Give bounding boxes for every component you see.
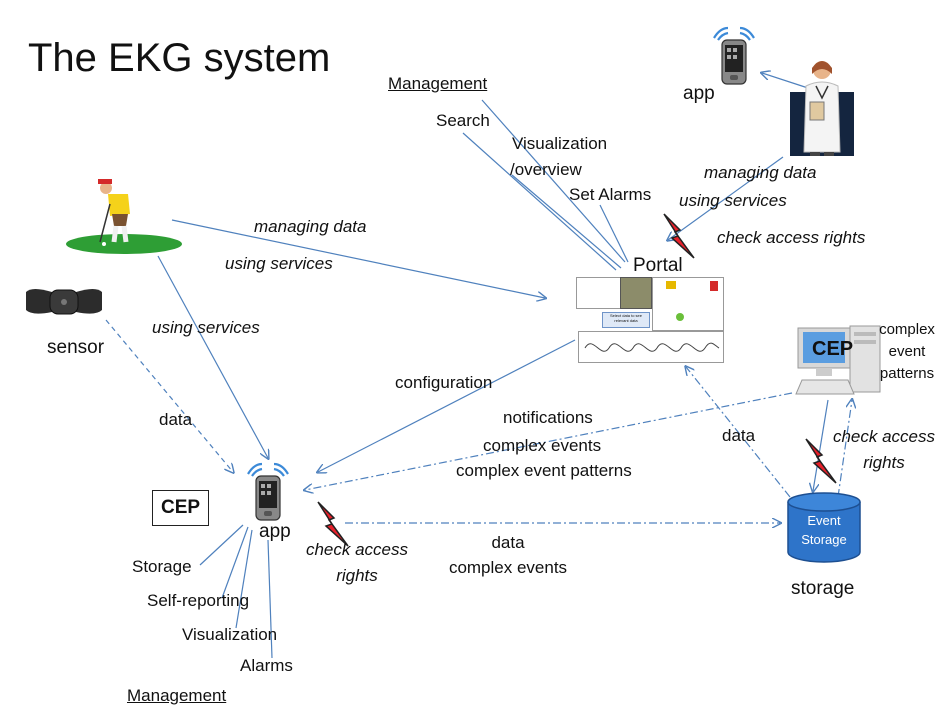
notifications-label: notifications	[503, 408, 593, 427]
app-top-label: app	[683, 83, 715, 104]
managing-data-doctor-label: managing data	[704, 163, 817, 182]
data-storage-portal-label: data	[722, 426, 756, 445]
visualization-menu-label: Visualization	[182, 625, 278, 644]
portal-select-hint: Select data to see relevant data	[602, 312, 650, 328]
line-management-portal	[481, 99, 626, 263]
doctor-icon	[790, 61, 854, 156]
page-title: The EKG system	[28, 36, 331, 80]
arrow-notifications-app	[305, 392, 793, 490]
using-services-doctor-label: using services	[679, 191, 787, 210]
alarms-menu-label: Alarms	[240, 656, 293, 675]
line-app-visualization-menu	[235, 529, 253, 629]
check-access-right-label-2: rights	[863, 453, 905, 472]
self-reporting-label: Self-reporting	[147, 591, 250, 610]
using-services-left-label: using services	[152, 318, 260, 337]
database-icon	[787, 492, 861, 563]
using-services-patient-label: using services	[225, 254, 333, 273]
line-visualization-portal	[511, 174, 622, 269]
complex-event-patterns-mid-label: complex event patterns	[456, 461, 632, 480]
data-sensor-label: data	[159, 410, 193, 429]
configuration-label: configuration	[395, 373, 493, 392]
lightning-icon	[805, 438, 837, 484]
arrow-patient-app	[157, 255, 268, 458]
arrow-sensor-app	[105, 319, 233, 472]
app-bottom-label: app	[259, 521, 291, 542]
complex-events-bottom-label: complex events	[448, 558, 568, 577]
line-search-portal	[462, 132, 617, 271]
complex-events-mid-label: complex events	[483, 436, 602, 455]
sensor-label: sensor	[47, 337, 105, 358]
storage-label: storage	[791, 578, 855, 599]
smartphone-icon	[247, 462, 289, 521]
management-bottom-label: Management	[127, 686, 227, 705]
check-access-bottom-label-1: check access	[305, 540, 409, 559]
managing-data-patient-label: managing data	[254, 217, 367, 236]
cep-right-label: CEP	[812, 338, 854, 360]
data-bottom-label: data	[491, 533, 525, 552]
storage-menu-label: Storage	[132, 557, 192, 576]
line-app-storage-menu	[199, 524, 244, 566]
event-storage-label-1: Event	[807, 513, 841, 528]
check-access-right-label-1: check access	[832, 427, 936, 446]
complex-event-patterns-right-label-3: patterns	[879, 365, 935, 382]
computer-icon	[795, 325, 881, 395]
complex-event-patterns-right-label-1: complex	[879, 321, 935, 338]
arrow-storage-cep	[837, 400, 852, 498]
line-app-selfreport-menu	[221, 526, 249, 599]
portal-screen: Select data to see relevant data	[576, 277, 724, 363]
arrow-storage-portal	[686, 367, 791, 498]
smartphone-icon	[713, 26, 755, 85]
check-access-top-label: check access rights	[717, 228, 866, 247]
portal-label: Portal	[633, 255, 683, 276]
line-alarms-portal	[599, 204, 629, 263]
lightning-icon	[663, 213, 695, 259]
arrow-doctor-portal	[668, 156, 784, 240]
lightning-icon	[317, 501, 349, 547]
arrow-configuration-app	[318, 339, 576, 472]
golfer-icon	[66, 179, 182, 254]
arrow-doctor-app	[762, 73, 809, 89]
check-access-bottom-label-2: rights	[336, 566, 378, 585]
event-storage-label-2: Storage	[801, 532, 847, 547]
sensor-icon	[26, 289, 102, 315]
visualization-overview-label-2: /overview	[510, 160, 582, 179]
arrow-cep-storage	[813, 399, 829, 491]
arrow-patient-portal	[171, 219, 545, 298]
management-top-label: Management	[388, 74, 488, 93]
line-app-alarms-menu	[267, 539, 273, 659]
set-alarms-label: Set Alarms	[569, 185, 652, 204]
search-label: Search	[436, 111, 490, 130]
visualization-overview-label-1: Visualization	[512, 134, 608, 153]
complex-event-patterns-right-label-2: event	[888, 343, 926, 360]
cep-left-box: CEP	[152, 490, 210, 526]
